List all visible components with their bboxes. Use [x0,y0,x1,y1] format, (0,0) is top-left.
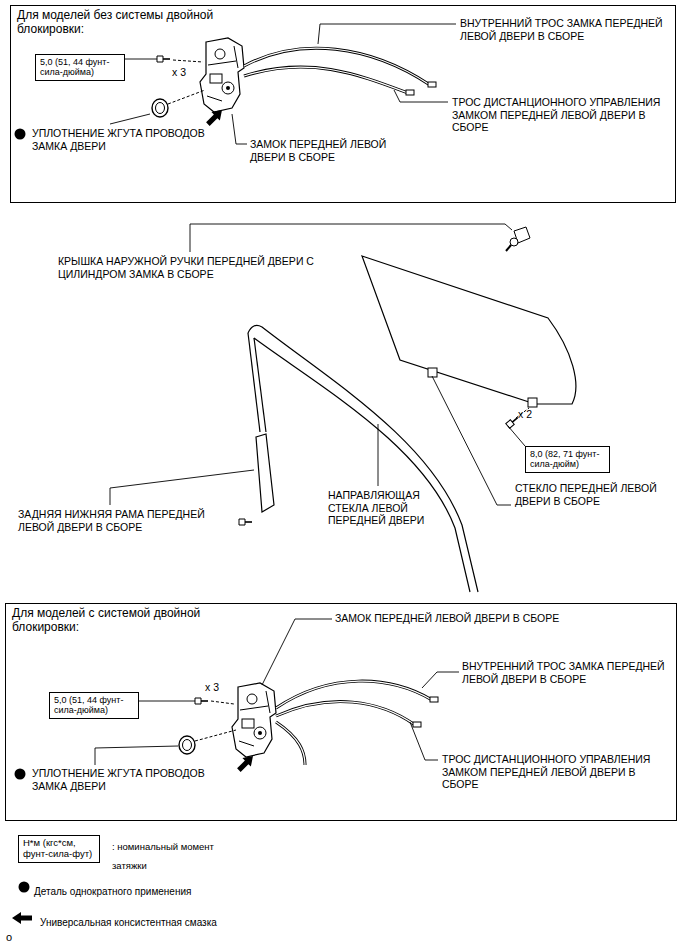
drawing-path [190,224,512,252]
glass-bracket [528,398,537,407]
part-label: ТРОС ДИСТАНЦИОННОГО УПРАВЛЕНИЯ ЗАМКОМ ПЕ… [442,753,672,791]
torque-value: 8,0 (82, 71 фунт-сила-дюйм) [530,449,605,470]
door-lock [232,683,276,757]
handle-cover [506,227,530,251]
door-lock [200,38,244,112]
drawing-path [318,24,456,44]
drawing-path [232,114,247,144]
legend-text: Универсальная консистентная смазка [40,917,217,928]
grease-arrow [235,752,258,775]
drawing-path [262,619,332,685]
glass-bracket [428,368,437,377]
leader-lines [125,59,525,701]
torque-box: 8,0 (82, 71 фунт-сила-дюйм) [525,446,610,473]
bolt [195,698,208,704]
drawing-path [244,67,408,93]
part-label: ВНУТРЕННИЙ ТРОС ЗАМКА ПЕРЕДНЕЙ ЛЕВОЙ ДВЕ… [460,17,682,42]
leader-line [139,701,195,702]
legend-text: : номинальный момент затяжки [112,841,214,871]
legend-item: Универсальная консистентная смазка [40,911,340,930]
single-use-mark [19,882,30,893]
bolt [239,519,252,525]
drawing-path [422,672,459,688]
torque-value: 5,0 (51, 44 фунт-сила-дюйма) [40,57,120,78]
page-mark: o [6,931,26,944]
drawing-path [276,702,415,725]
cable [276,681,432,765]
quantity: x 3 [172,66,202,79]
torque-box: 5,0 (51, 44 фунт-сила-дюйма) [49,692,139,719]
drawing-path [276,722,305,765]
drawing-path [378,424,379,486]
part-label: СТЕКЛО ПЕРЕДНЕЙ ЛЕВОЙ ДВЕРИ В СБОРЕ [515,482,675,507]
leader-lines [95,619,459,765]
drawing-path [244,48,430,85]
legend-item: Деталь однократного применения [34,880,334,899]
dash-line [173,60,203,62]
drawing-path [248,325,478,592]
drawing-path [244,67,408,93]
single-use-mark [15,129,26,140]
drawing-path [244,48,430,85]
cable-end [406,90,414,95]
harness-seal [179,736,195,754]
variant-heading: Для моделей с системой двойной блокировк… [12,607,237,635]
drawing-path [276,722,305,765]
part-label: КРЫШКА НАРУЖНОЙ РУЧКИ ПЕРЕДНЕЙ ДВЕРИ С Ц… [58,255,338,280]
leader-line [125,59,157,60]
drawing-path [432,376,511,505]
cable-end [430,697,438,702]
torque-box: 5,0 (51, 44 фунт-сила-дюйма) [35,54,125,81]
leader-lines [110,24,456,144]
drawing-path [95,746,178,765]
legend-text: Деталь однократного применения [34,886,191,897]
quantity: x 3 [205,681,235,694]
drawing-path [394,90,448,102]
leader-line [508,426,525,446]
drawing-path [276,681,432,708]
drawing-path [110,470,254,505]
drawing-path [276,702,415,725]
drawing-path [276,681,432,708]
drawing-path [254,338,266,432]
part-label: УПЛОТНЕНИЕ ЖГУТА ПРОВОДОВ ЗАМКА ДВЕРИ [32,767,222,792]
grease-arrow [204,106,227,129]
legend-sample-box: Н*м (кгс*см, фунт-сила-фут) [18,835,100,863]
dash-line [195,730,236,741]
part-label: УПЛОТНЕНИЕ ЖГУТА ПРОВОДОВ ЗАМКА ДВЕРИ [32,127,222,152]
cable [244,48,430,93]
harness-seal [152,99,168,117]
part-label: ЗАДНЯЯ НИЖНЯЯ РАМА ПЕРЕДНЕЙ ЛЕВОЙ ДВЕРИ … [18,508,228,533]
part-label: ВНУТРЕННИЙ ТРОС ЗАМКА ПЕРЕДНЕЙ ЛЕВОЙ ДВЕ… [462,660,677,685]
legend-item: : номинальный момент затяжки [112,835,227,873]
grease-arrow [12,912,32,924]
door-glass [362,256,576,404]
dash-line [211,701,234,704]
glass-run-channel [248,325,478,592]
torque-value: Н*м (кгс*см, фунт-сила-фут) [23,838,95,860]
drawing-path [248,333,260,432]
drawing-path [506,245,511,251]
part-label: ЗАМОК ПЕРЕДНЕЙ ЛЕВОЙ ДВЕРИ В СБОРЕ [250,138,400,163]
drawing-circle [510,238,518,246]
part-label: ТРОС ДИСТАНЦИОННОГО УПРАВЛЕНИЯ ЗАМКОМ ПЕ… [452,96,674,134]
part-label: НАПРАВЛЯЮЩАЯ СТЕКЛА ЛЕВОЙ ПЕРЕДНЕЙ ДВЕРИ [328,489,463,527]
torque-value: 5,0 (51, 44 фунт-сила-дюйма) [54,695,134,716]
drawing-path [254,338,470,592]
bolt [157,56,170,62]
rear-lower-frame [256,434,274,512]
cable-end [413,722,421,727]
part-label: ЗАМОК ПЕРЕДНЕЙ ЛЕВОЙ ДВЕРИ В СБОРЕ [335,612,665,625]
drawing-path [410,722,438,760]
variant-heading: Для моделей без системы двойной блокиров… [17,9,242,37]
cable-end [428,82,436,87]
dash-line [168,90,205,104]
quantity: x 2 [518,408,548,421]
drawing-path [110,114,150,124]
single-use-mark [15,769,26,780]
